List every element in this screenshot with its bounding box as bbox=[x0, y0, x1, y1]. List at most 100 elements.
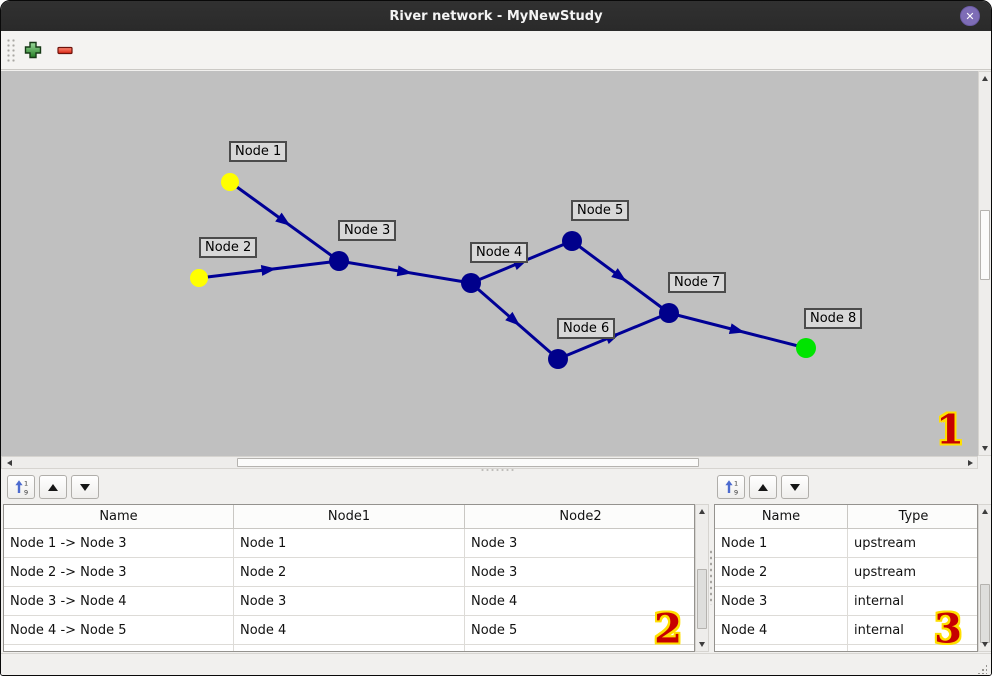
table-cell[interactable]: Node 4 bbox=[465, 587, 694, 616]
annotation-step-1: 1 bbox=[936, 406, 964, 454]
table-cell[interactable]: Node 1 bbox=[715, 529, 848, 558]
red-minus-icon bbox=[57, 46, 73, 55]
connections-table-scrollbar[interactable] bbox=[695, 504, 709, 652]
scroll-down-icon[interactable] bbox=[979, 443, 991, 454]
node-circle[interactable] bbox=[329, 251, 349, 271]
node-circle[interactable] bbox=[190, 269, 208, 287]
move-node-down-button[interactable] bbox=[781, 475, 809, 499]
canvas-vertical-scrollbar[interactable] bbox=[978, 71, 991, 456]
table-cell[interactable]: Node 1 bbox=[234, 529, 465, 558]
up-triangle-icon bbox=[48, 483, 58, 491]
node-circle[interactable] bbox=[659, 303, 679, 323]
table-cell[interactable]: Node 4 bbox=[234, 616, 465, 645]
node-circle[interactable] bbox=[796, 338, 816, 358]
table-cell[interactable]: Node 4 bbox=[715, 616, 848, 645]
scroll-up-icon[interactable] bbox=[696, 506, 708, 517]
edge-arrow-icon bbox=[728, 323, 745, 334]
sort-connections-button[interactable]: 1 9 bbox=[7, 475, 35, 499]
table-cell[interactable]: Node 5 bbox=[465, 616, 694, 645]
table-cell[interactable]: internal bbox=[848, 587, 977, 616]
window-title: River network - MyNewStudy bbox=[389, 8, 603, 24]
scroll-left-icon[interactable] bbox=[3, 457, 15, 468]
node-label[interactable]: Node 1 bbox=[229, 141, 288, 162]
down-triangle-icon bbox=[80, 483, 90, 491]
scroll-up-icon[interactable] bbox=[979, 506, 991, 517]
down-triangle-icon bbox=[790, 483, 800, 491]
node-label[interactable]: Node 7 bbox=[668, 272, 727, 293]
table-cell[interactable]: Node 2 -> Node 3 bbox=[4, 558, 234, 587]
svg-text:9: 9 bbox=[734, 488, 738, 496]
svg-text:9: 9 bbox=[24, 488, 28, 496]
move-connection-up-button[interactable] bbox=[39, 475, 67, 499]
close-button[interactable]: ✕ bbox=[960, 6, 980, 26]
canvas-hscroll-thumb[interactable] bbox=[237, 458, 699, 467]
node-label[interactable]: Node 4 bbox=[470, 242, 529, 263]
table-cell[interactable]: Node 3 bbox=[465, 558, 694, 587]
scroll-down-icon[interactable] bbox=[696, 639, 708, 650]
column-header-name[interactable]: Name bbox=[4, 505, 234, 529]
column-header-node2[interactable]: Node2 bbox=[465, 505, 694, 529]
move-connection-down-button[interactable] bbox=[71, 475, 99, 499]
node-label[interactable]: Node 6 bbox=[557, 318, 616, 339]
svg-text:1: 1 bbox=[734, 479, 738, 487]
node-circle[interactable] bbox=[562, 231, 582, 251]
nodes-scroll-thumb[interactable] bbox=[980, 584, 990, 643]
table-cell[interactable]: upstream bbox=[848, 558, 977, 587]
edge-arrow-icon bbox=[611, 268, 627, 282]
node-label[interactable]: Node 5 bbox=[571, 200, 630, 221]
up-triangle-icon bbox=[758, 483, 768, 491]
table-cell[interactable]: Node 2 bbox=[715, 558, 848, 587]
nodes-table-scrollbar[interactable] bbox=[978, 504, 991, 652]
node-label[interactable]: Node 3 bbox=[338, 220, 397, 241]
panel-splitter-handle[interactable] bbox=[480, 468, 516, 472]
node-circle[interactable] bbox=[461, 273, 481, 293]
table-cell[interactable]: upstream bbox=[848, 529, 977, 558]
edge-arrow-icon bbox=[396, 265, 413, 277]
table-cell[interactable]: Node 4 -> Node 5 bbox=[4, 616, 234, 645]
table-cell[interactable]: Node 3 bbox=[465, 529, 694, 558]
scroll-up-icon[interactable] bbox=[979, 73, 991, 84]
column-header-name[interactable]: Name bbox=[715, 505, 848, 529]
sort-ascending-icon: 1 9 bbox=[14, 479, 28, 496]
table-cell[interactable]: Node 3 -> Node 4 bbox=[4, 587, 234, 616]
network-svg bbox=[190, 173, 816, 369]
scroll-right-icon[interactable] bbox=[964, 457, 976, 468]
green-plus-icon bbox=[24, 41, 42, 59]
empty-row bbox=[4, 645, 694, 651]
add-node-button[interactable] bbox=[17, 34, 49, 66]
node-circle[interactable] bbox=[221, 173, 239, 191]
edge-arrow-icon bbox=[275, 212, 291, 226]
toolbar-drag-handle[interactable] bbox=[6, 38, 15, 63]
tables-splitter-handle[interactable] bbox=[709, 549, 713, 605]
network-canvas[interactable]: Node 1 Node 2 Node 3 Node 4 Node 5 Node 6 Node… bbox=[1, 71, 978, 456]
scroll-down-icon[interactable] bbox=[979, 639, 991, 650]
remove-node-button[interactable] bbox=[49, 34, 81, 66]
sort-nodes-button[interactable]: 1 9 bbox=[717, 475, 745, 499]
resize-grip[interactable] bbox=[977, 664, 987, 674]
connections-scroll-thumb[interactable] bbox=[697, 569, 707, 629]
column-header-type[interactable]: Type bbox=[848, 505, 977, 529]
node-label[interactable]: Node 2 bbox=[199, 237, 258, 258]
node-circle[interactable] bbox=[548, 349, 568, 369]
table-cell[interactable]: Node 3 bbox=[234, 587, 465, 616]
empty-row bbox=[715, 645, 977, 651]
column-header-node1[interactable]: Node1 bbox=[234, 505, 465, 529]
canvas-vscroll-thumb[interactable] bbox=[980, 210, 990, 280]
table-cell[interactable]: Node 2 bbox=[234, 558, 465, 587]
table-cell[interactable]: Node 1 -> Node 3 bbox=[4, 529, 234, 558]
move-node-up-button[interactable] bbox=[749, 475, 777, 499]
node-label[interactable]: Node 8 bbox=[804, 308, 863, 329]
table-cell[interactable]: internal bbox=[848, 616, 977, 645]
close-icon: ✕ bbox=[965, 9, 975, 23]
table-cell[interactable]: Node 3 bbox=[715, 587, 848, 616]
